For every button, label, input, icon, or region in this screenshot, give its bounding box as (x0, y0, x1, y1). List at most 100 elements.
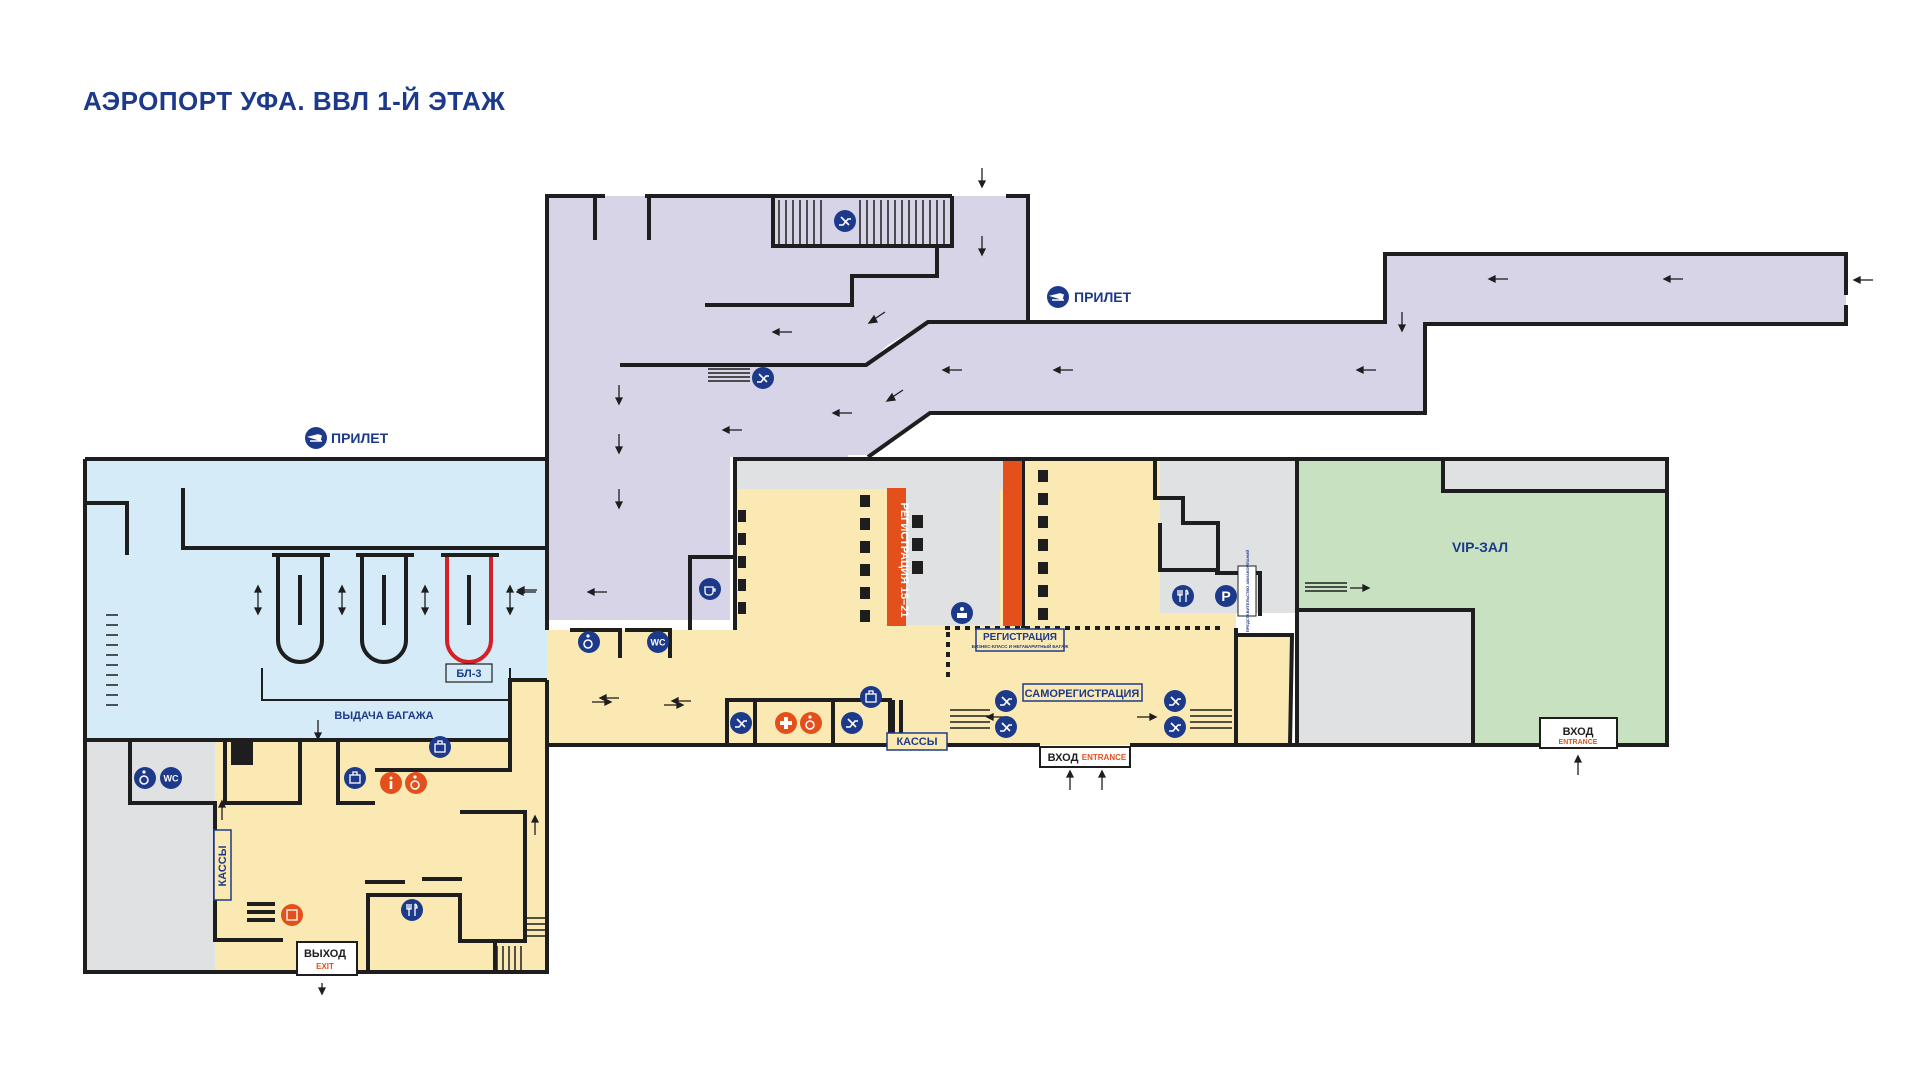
entrance-main-tag-box (1039, 746, 1131, 768)
baggage-belt-3 (445, 555, 493, 664)
icon-bg (429, 736, 451, 758)
vip-zone (1297, 461, 1667, 745)
desk (860, 541, 870, 553)
arrow-head (867, 314, 878, 324)
desk (1038, 516, 1048, 528)
arrow-head (1362, 583, 1371, 593)
arrow-left (1852, 275, 1873, 285)
wall-main-left-b (625, 628, 672, 658)
icon-glyph-head (413, 775, 417, 779)
tickets-main-label: КАССЫ (896, 736, 937, 748)
arrow-up (530, 814, 540, 835)
arrow-head (217, 799, 227, 808)
arrow-left-diag (867, 311, 886, 324)
checkin-icon (951, 602, 973, 624)
arrow-head (977, 248, 987, 257)
restaurant-icon (1172, 585, 1194, 607)
icon-glyph (434, 743, 446, 753)
arrow-head (337, 584, 347, 616)
icon-glyph-handle (352, 771, 358, 775)
tickets-left-tag-box (213, 829, 232, 901)
escalator-mid (708, 368, 750, 382)
icon-bg (405, 772, 427, 794)
wall-arrivals-diagonal (620, 320, 930, 367)
arrivals-label-top: ПРИЛЕТ (1074, 289, 1132, 305)
wall-baggage-left (83, 459, 297, 974)
escalator-icon (995, 690, 1017, 712)
walls (83, 194, 1848, 974)
entrance-right-ru: ВХОД (1563, 726, 1594, 738)
arrow-head (598, 693, 607, 703)
checkin-15-21-label: РЕГИСТРАЦИЯ 15–21 (898, 502, 910, 617)
icon-glyph-handle (437, 740, 443, 744)
direction-arrows (217, 168, 1873, 996)
arrow-head (885, 392, 896, 402)
arrow-head (1852, 275, 1861, 285)
desk (1038, 562, 1048, 574)
stairs (106, 200, 1347, 970)
icon-glyph (1177, 589, 1189, 602)
belt-3-tag-box (445, 663, 493, 683)
wall-bottom-rooms (725, 698, 892, 745)
wheelchair-icon (800, 712, 822, 734)
arrow-left (941, 365, 962, 375)
arrow-head (420, 584, 430, 616)
desk (738, 510, 746, 522)
wall-main-left-a (570, 628, 622, 658)
tickets-left-label: КАССЫ (217, 845, 229, 886)
arrow-head (771, 327, 780, 337)
arrow-left (771, 327, 792, 337)
arrow-down (614, 434, 624, 455)
arrow-head (586, 587, 595, 597)
stairs-lower-right (496, 917, 545, 970)
page-title: АЭРОПОРТ УФА. ВВЛ 1-Й ЭТАЖ (83, 86, 506, 116)
escalator-icon (730, 712, 752, 734)
desk (1038, 585, 1048, 597)
checkin-yellow-a (735, 488, 890, 628)
desk (912, 538, 923, 551)
tickets-left-tag: КАССЫ (213, 829, 232, 901)
arrow-left (1355, 365, 1376, 375)
icon-glyph (780, 717, 792, 729)
arrow-down (614, 489, 624, 510)
service-zone-top (737, 461, 1025, 489)
arrow-left (516, 585, 537, 595)
arrow-head (505, 584, 515, 616)
checkin-tag: РЕГИСТРАЦИЯ БИЗНЕС-КЛАСС И НЕГАБАРИТНЫЙ … (972, 628, 1069, 652)
vip-corner-grey (1443, 461, 1667, 491)
baggage-belt-2 (360, 555, 408, 664)
arrow-up (1065, 769, 1075, 790)
icon-glyph (865, 693, 877, 703)
arrow-updown (420, 584, 430, 616)
zone-fills (85, 196, 1846, 972)
arrow-down (977, 236, 987, 257)
icon-glyph (389, 781, 393, 789)
wall-east-corridor-top (1028, 252, 1848, 324)
arrow-head (721, 425, 730, 435)
belt-3-label: БЛ-3 (456, 668, 481, 680)
wall-lower-left-bottom (332, 680, 549, 974)
desk (860, 564, 870, 576)
seat-row (899, 700, 903, 736)
wall-baggage-bottom (85, 678, 547, 742)
icon-bg (860, 686, 882, 708)
self-checkin-tag: САМОРЕГИСТРАЦИЯ (1022, 683, 1143, 702)
vip-label: VIP-ЗАЛ (1452, 539, 1508, 555)
escalator-self-left (950, 709, 990, 729)
atm-icon (281, 904, 303, 926)
desk (1038, 539, 1048, 551)
arrow-head (1573, 754, 1583, 763)
icon-glyph (735, 718, 747, 728)
desk (860, 518, 870, 530)
arrow-head (516, 585, 525, 595)
icon-bg (401, 899, 423, 921)
entrance-main-tag: ВХОД ENTRANCE (1039, 746, 1131, 768)
seat-row (891, 700, 895, 736)
icon-glyph (139, 775, 149, 785)
wheelchair-icon (578, 631, 600, 653)
icon-bg (578, 631, 600, 653)
wall-lower-left-room-2 (375, 740, 512, 772)
airline-office-label: ПРЕДСТАВИТЕЛЬСТВО АВИАКОМПАНИЙ (1245, 550, 1250, 633)
info-icon (380, 772, 402, 794)
wall-baggage-left-notch (85, 501, 129, 555)
